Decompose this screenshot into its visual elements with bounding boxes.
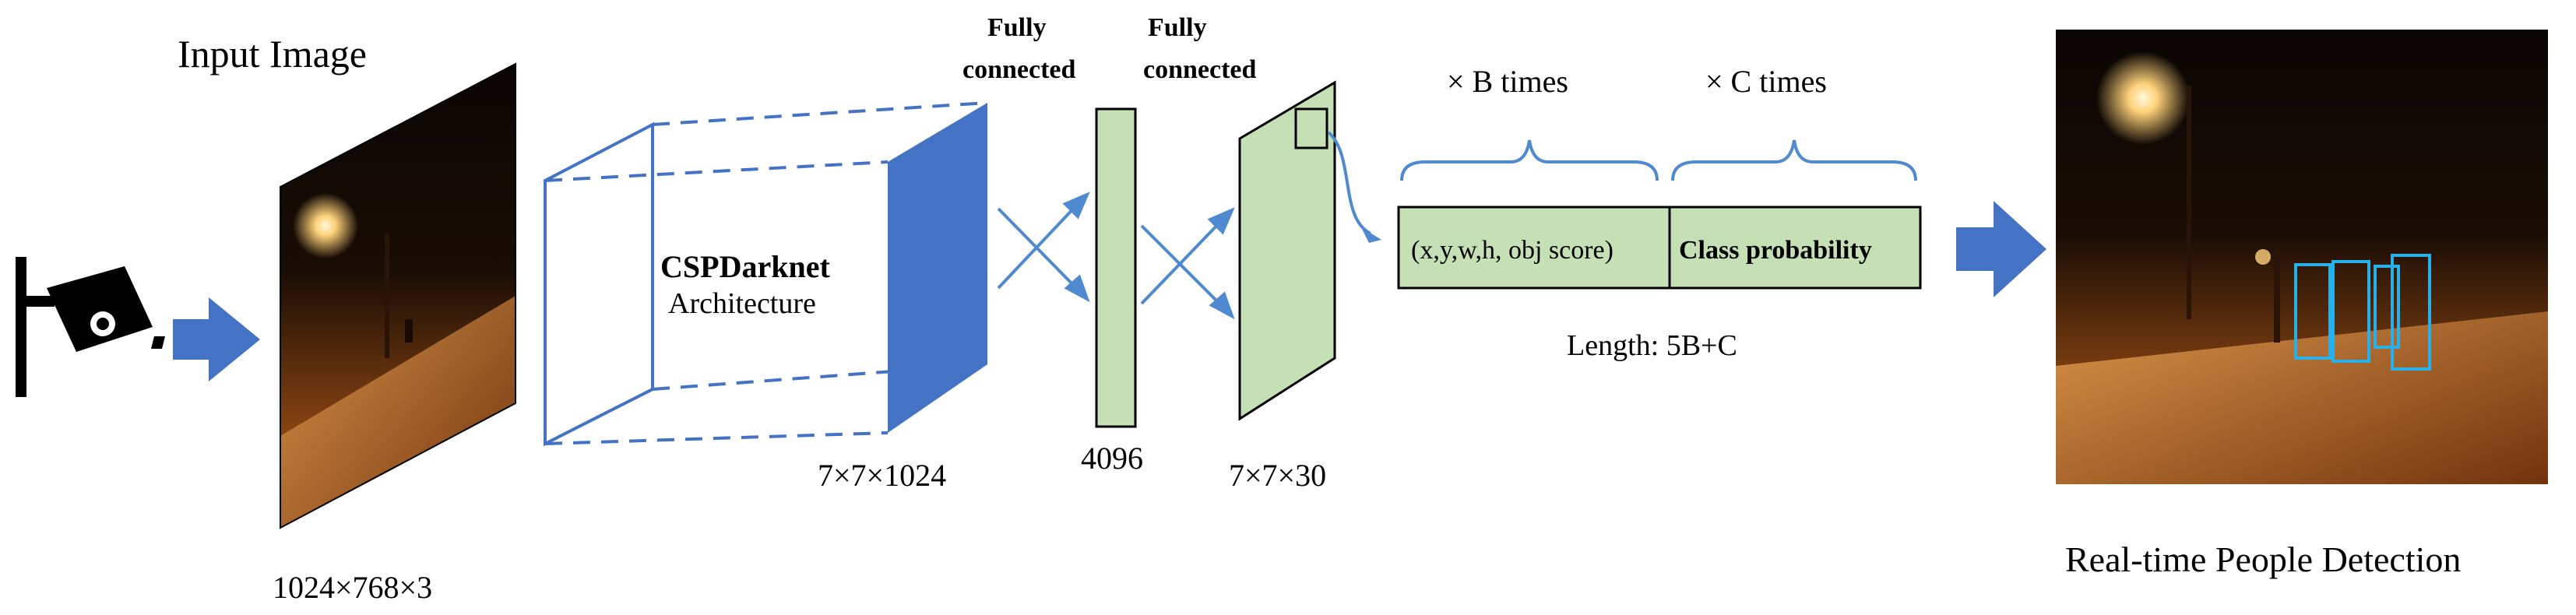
c-times-brace: [1671, 139, 1917, 181]
fc2-layer: [1238, 80, 1336, 421]
cross-arrows-2: [1140, 207, 1235, 320]
cross-arrows-1: [997, 192, 1090, 303]
input-dims-label: 1024×768×3: [273, 570, 432, 605]
vector-box-bbox-text: (x,y,w,h, obj score): [1411, 236, 1614, 265]
fc2-title-line1: Fully: [1148, 13, 1207, 42]
csp-darknet-subtitle: Architecture: [668, 287, 816, 320]
detection-box: [2374, 265, 2400, 349]
detection-boxes: [2294, 254, 2431, 371]
cctv-camera-icon: [16, 257, 165, 397]
fc1-dims: 4096: [1081, 441, 1143, 476]
b-times-brace: [1400, 139, 1659, 181]
input-image: [280, 64, 516, 528]
conv-output-layer: [888, 103, 987, 433]
conv-output-dims: 7×7×1024: [818, 458, 946, 493]
csp-darknet-block: [544, 101, 988, 447]
vector-box-class: [1668, 206, 1922, 290]
fc1-title-line2: connected: [962, 55, 1076, 84]
csp-darknet-title: CSPDarknet: [660, 249, 830, 284]
c-times-label: × C times: [1705, 64, 1827, 99]
detection-box: [2331, 260, 2370, 363]
cell-to-vector-arrow: [1327, 131, 1371, 235]
detection-box: [2294, 263, 2331, 360]
fc2-title-line2: connected: [1143, 55, 1257, 84]
output-label: Real-time People Detection: [2065, 539, 2461, 579]
arrow-camera-to-input: [173, 297, 260, 381]
b-times-label: × B times: [1447, 64, 1568, 99]
fc1-layer: [1095, 107, 1137, 428]
fc2-cell-highlight: [1294, 107, 1328, 149]
output-image: [2056, 30, 2548, 484]
fc1-title-line1: Fully: [987, 13, 1047, 42]
vector-length-label: Length: 5B+C: [1567, 329, 1737, 362]
detection-box: [2391, 254, 2431, 371]
input-image-label: Input Image: [178, 32, 367, 76]
vector-box-class-text: Class probability: [1679, 236, 1872, 265]
arrow-to-output: [1956, 201, 2046, 297]
fc2-dims: 7×7×30: [1229, 458, 1326, 493]
